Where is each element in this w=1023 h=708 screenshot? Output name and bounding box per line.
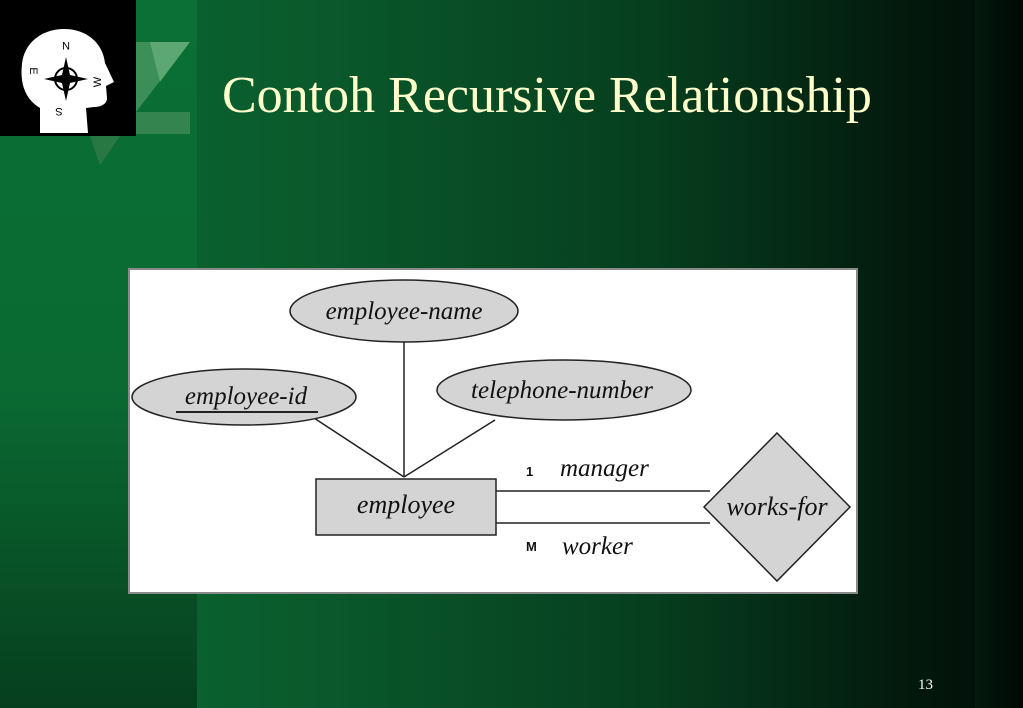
slide-title: Contoh Recursive Relationship bbox=[222, 67, 872, 124]
slide-page-number: 13 bbox=[918, 677, 933, 693]
compass-icon bbox=[44, 57, 88, 101]
attribute-employee-id: employee-id bbox=[131, 368, 357, 426]
attribute-label: employee-name bbox=[326, 298, 483, 325]
compass-head-logo: N W E S bbox=[0, 0, 136, 136]
connector-line bbox=[403, 419, 496, 478]
attribute-employee-name: employee-name bbox=[289, 279, 519, 343]
corner-decoration bbox=[90, 42, 190, 165]
cardinality-many: M bbox=[526, 539, 537, 554]
compass-south-label: S bbox=[55, 105, 62, 117]
compass-west-label: W bbox=[92, 76, 104, 87]
compass-east-label: E bbox=[27, 67, 39, 74]
entity-label: employee bbox=[357, 490, 455, 519]
attribute-telephone-number: telephone-number bbox=[436, 359, 692, 421]
connector-line bbox=[313, 417, 405, 478]
attribute-label: telephone-number bbox=[471, 377, 653, 404]
compass-north-label: N bbox=[62, 39, 70, 51]
role-worker: worker bbox=[562, 533, 633, 560]
attribute-label: employee-id bbox=[185, 383, 308, 410]
er-diagram: employee-name employee-id telephone-numb… bbox=[128, 268, 858, 594]
cardinality-one: 1 bbox=[526, 464, 533, 479]
right-dark-band bbox=[975, 0, 1023, 708]
role-manager: manager bbox=[560, 455, 649, 482]
entity-employee: employee bbox=[315, 478, 497, 536]
relationship-label: works-for bbox=[726, 492, 828, 521]
relationship-works-for: works-for bbox=[702, 431, 852, 583]
